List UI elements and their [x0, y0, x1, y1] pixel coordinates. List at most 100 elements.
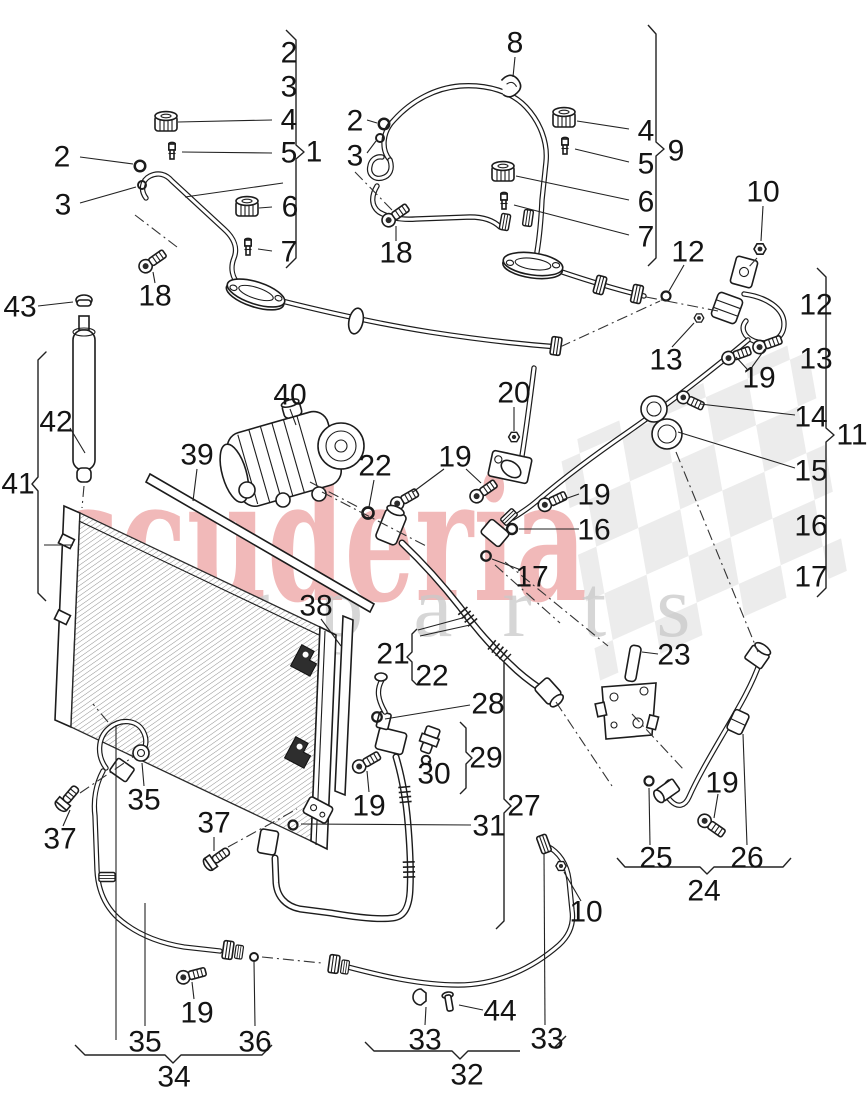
callout-16: 16	[794, 510, 827, 543]
callout-5: 5	[281, 137, 298, 170]
callout-18: 18	[138, 280, 171, 313]
condenser-clamp-upper	[289, 644, 318, 677]
o-ring-12	[660, 290, 672, 302]
callout-7: 7	[638, 221, 655, 254]
condenser-clamp-lower	[283, 736, 312, 769]
condenser-foot-bracket	[302, 796, 334, 824]
double-clamp-15	[640, 395, 683, 450]
bolt-18b	[378, 200, 413, 231]
callout-37: 37	[197, 807, 230, 840]
pipe-clip-8	[497, 72, 524, 100]
screw-37-b	[200, 843, 234, 873]
bolt-18	[135, 246, 170, 277]
compressor-pulley	[317, 422, 365, 470]
callout-3: 3	[281, 71, 298, 104]
callout-39: 39	[180, 439, 213, 472]
callout-31: 31	[472, 810, 505, 843]
callout-6: 6	[282, 191, 299, 224]
valve-core-5b	[560, 136, 570, 155]
callout-35: 35	[127, 784, 160, 817]
o-ring-36	[249, 952, 259, 962]
callout-18: 18	[379, 237, 412, 270]
callout-3: 3	[55, 189, 72, 222]
valve-core-5	[167, 141, 177, 160]
callout-19: 19	[577, 479, 610, 512]
callout-42: 42	[39, 406, 72, 439]
callout-2: 2	[347, 105, 364, 138]
callout-21: 21	[376, 638, 409, 671]
callout-14: 14	[794, 401, 827, 434]
bracket-group-11	[816, 267, 835, 598]
callout-7: 7	[281, 236, 298, 269]
callout-33: 33	[408, 1024, 441, 1057]
pipe-clamp-oval	[347, 307, 365, 335]
callout-24: 24	[687, 875, 720, 908]
callout-4: 4	[638, 115, 655, 148]
callout-17: 17	[515, 561, 548, 594]
callout-12: 12	[799, 289, 832, 322]
callout-2: 2	[54, 141, 71, 174]
callout-20: 20	[497, 377, 530, 410]
callout-36: 36	[238, 1026, 271, 1059]
pipe-fitting-16	[480, 518, 510, 548]
pipe-clamp-26	[726, 708, 750, 736]
o-ring-2	[133, 159, 147, 173]
valve-cap-6b	[491, 160, 515, 182]
nut-10b	[555, 860, 567, 872]
seal-strip-38	[334, 614, 354, 797]
pipe-24-end-fitting	[653, 778, 681, 804]
callout-11: 11	[836, 419, 867, 452]
callout-37: 37	[43, 823, 76, 856]
callout-19: 19	[352, 790, 385, 823]
hose-27-lower-fitting	[256, 828, 280, 856]
construction-lines	[79, 171, 759, 964]
checkered-flag-watermark	[558, 337, 847, 681]
callout-38: 38	[299, 590, 332, 623]
callout-10: 10	[569, 896, 602, 929]
callout-13: 13	[799, 343, 832, 376]
callout-23: 23	[657, 639, 690, 672]
callout-40: 40	[273, 379, 306, 412]
callout-32: 32	[450, 1059, 483, 1092]
callout-43: 43	[3, 291, 36, 324]
hose-27-sensor-fitting	[374, 711, 408, 756]
callout-9: 9	[668, 135, 685, 168]
callout-28: 28	[471, 688, 504, 721]
nut-13	[693, 313, 705, 323]
callout-26: 26	[730, 842, 763, 875]
valve-core-7	[243, 237, 253, 256]
o-ring-25	[643, 775, 655, 787]
callout-5: 5	[638, 148, 655, 181]
clamp-13-block	[710, 291, 744, 325]
callout-22: 22	[358, 450, 391, 483]
receiver-dryer	[72, 294, 96, 483]
pipe-1-run	[282, 301, 558, 347]
callout-25: 25	[639, 842, 672, 875]
callout-16: 16	[577, 514, 610, 547]
callout-44: 44	[483, 995, 516, 1028]
callout-8: 8	[507, 27, 524, 60]
callout-1: 1	[306, 136, 323, 169]
group-brackets	[31, 24, 835, 1064]
pipe-34-fitting	[109, 757, 135, 783]
pipe-flange-1	[222, 272, 289, 317]
bracket-group-1	[285, 29, 305, 269]
valve-cap-4	[154, 110, 178, 132]
screw-44	[441, 991, 454, 1012]
bracket-group-34	[74, 1044, 273, 1064]
callout-19: 19	[705, 767, 738, 800]
callout-6: 6	[638, 186, 655, 219]
callout-17: 17	[794, 561, 827, 594]
nut-10	[753, 243, 767, 255]
bolt-19-h	[174, 964, 209, 987]
pipe-24-top-fitting	[744, 641, 772, 670]
grommet-35	[132, 744, 150, 762]
callout-22: 22	[415, 660, 448, 693]
callout-4: 4	[281, 104, 298, 137]
bracket-group-29	[459, 721, 473, 795]
callout-15: 15	[794, 455, 827, 488]
hose-21-end-fitting	[534, 677, 565, 708]
bracket-group-27	[495, 653, 512, 930]
